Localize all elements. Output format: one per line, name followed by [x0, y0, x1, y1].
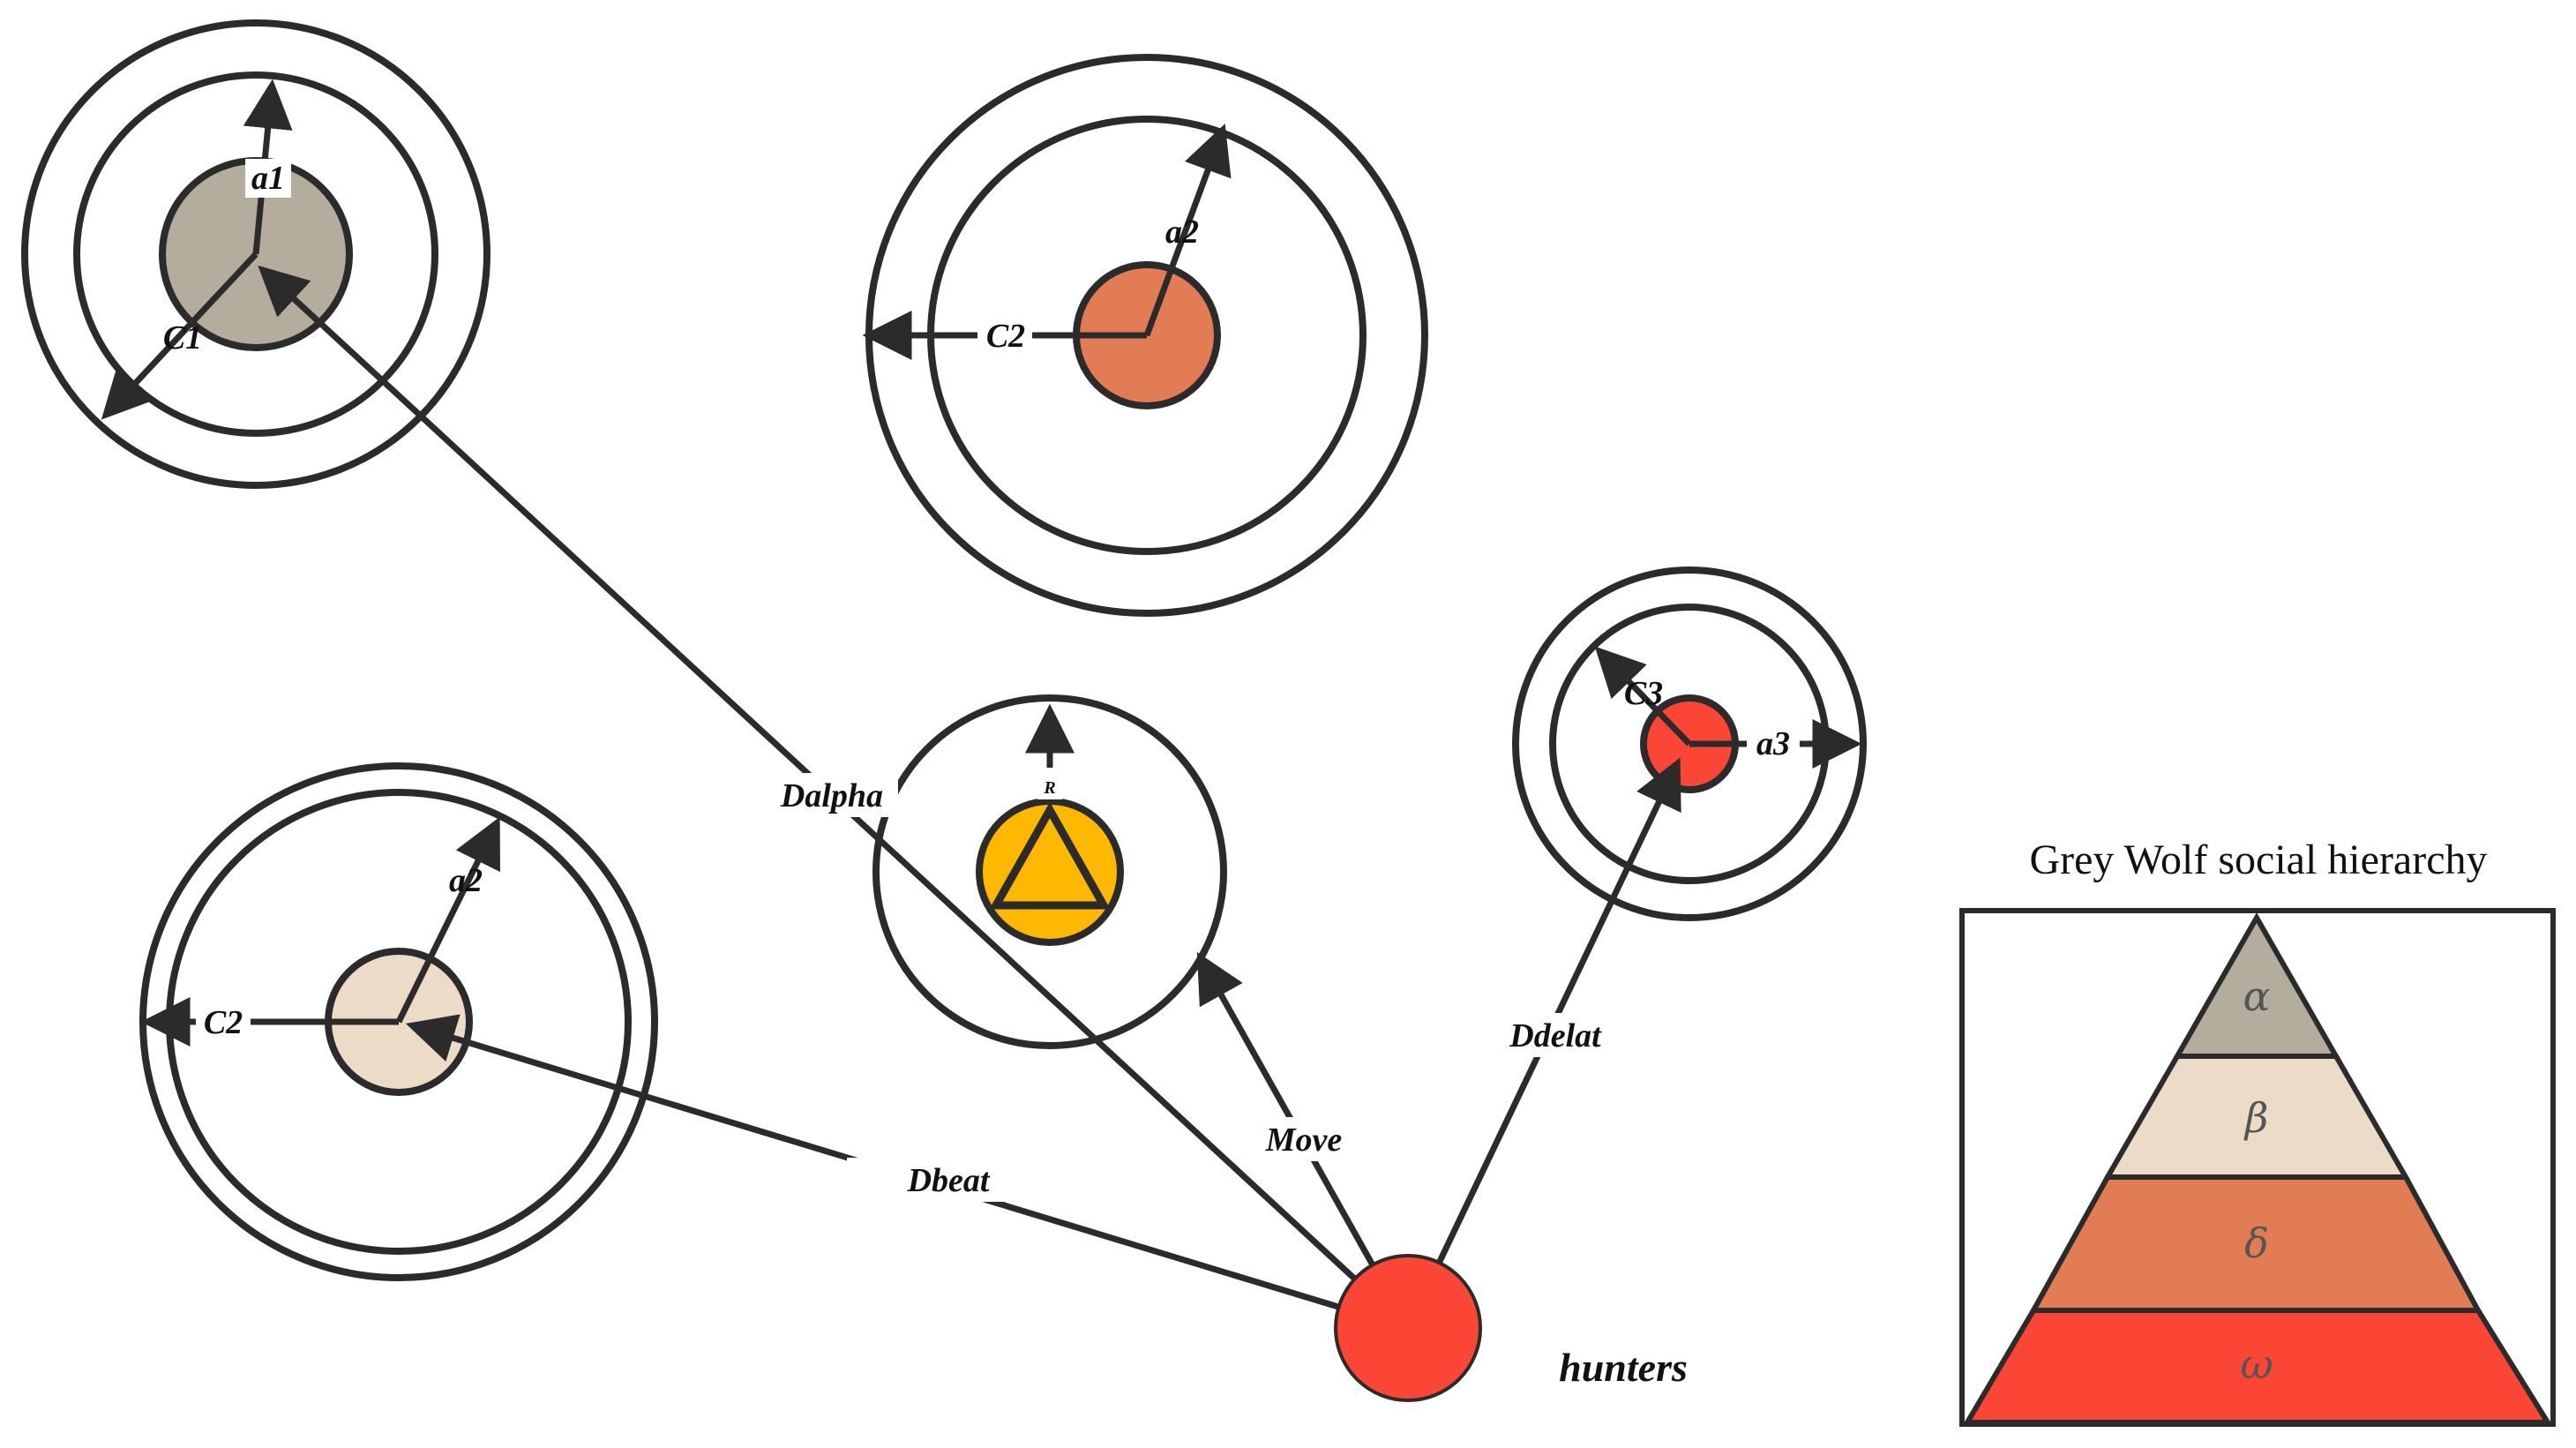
move-label: Move [1265, 1122, 1343, 1159]
delta-a-vector [1143, 124, 1232, 337]
beta-a-vector [395, 816, 500, 1024]
small-a-label: a3 [1756, 725, 1790, 762]
prey-r-label-bg [1037, 775, 1062, 799]
hunter-vectors: Dalpha Dbeat Ddelat Move hunters [258, 265, 1688, 1402]
prey-group: R [872, 694, 1227, 1049]
alpha-a-label: a1 [251, 160, 285, 197]
beta-a-label: a2 [449, 862, 483, 899]
alpha-c-label: C1 [163, 319, 202, 356]
hierarchy-title: Grey Wolf social hierarchy [2029, 837, 2487, 883]
prey-circle [976, 798, 1124, 946]
delta-c-label: C2 [986, 318, 1025, 355]
delta-wolf-group: C2 a2 [862, 54, 1428, 617]
dbeat-label-bg [847, 1158, 1050, 1202]
delta-a-label: a2 [1165, 214, 1199, 251]
omega-level [1962, 1308, 2553, 1425]
move-label-bg [1251, 1117, 1357, 1161]
beta-c-label: C2 [204, 1004, 243, 1041]
small-a-label-bg [1747, 722, 1800, 762]
alpha-inner-ring [73, 71, 438, 437]
alpha-a-label-bg [245, 159, 291, 198]
prey-outer-ring [872, 694, 1227, 1049]
small-c-vector [1594, 646, 1692, 747]
small-outer-ring [1512, 566, 1867, 921]
small-c-label: C3 [1624, 675, 1663, 712]
alpha-outer-ring [21, 19, 490, 489]
dalpha-label-bg [766, 773, 898, 817]
prey-triangle-icon [989, 801, 1111, 910]
omega-symbol: ω [2240, 1340, 2273, 1388]
beta-c-label-bg [196, 1001, 251, 1041]
delta-symbol: δ [2244, 1219, 2269, 1267]
delta-c-label-bg [977, 314, 1032, 355]
dalpha-label: Dalpha [780, 777, 883, 814]
prey-r-label: R [1043, 778, 1055, 798]
alpha-symbol: α [2243, 972, 2270, 1020]
hierarchy-panel: Grey Wolf social hierarchy α β δ ω [1959, 837, 2556, 1427]
ddelat-label-bg [1491, 1013, 1620, 1057]
dbeat-label: Dbeat [907, 1162, 991, 1199]
ddelat-label: Ddelat [1509, 1017, 1602, 1054]
hunters-label: hunters [1559, 1345, 1688, 1390]
small-wolf-group: a3 C3 [1512, 566, 1867, 921]
beta-wolf-group: C2 a2 [139, 762, 658, 1281]
alpha-c-vector [101, 251, 258, 420]
hunter-circle [1334, 1254, 1482, 1402]
beta-symbol: β [2243, 1094, 2269, 1142]
